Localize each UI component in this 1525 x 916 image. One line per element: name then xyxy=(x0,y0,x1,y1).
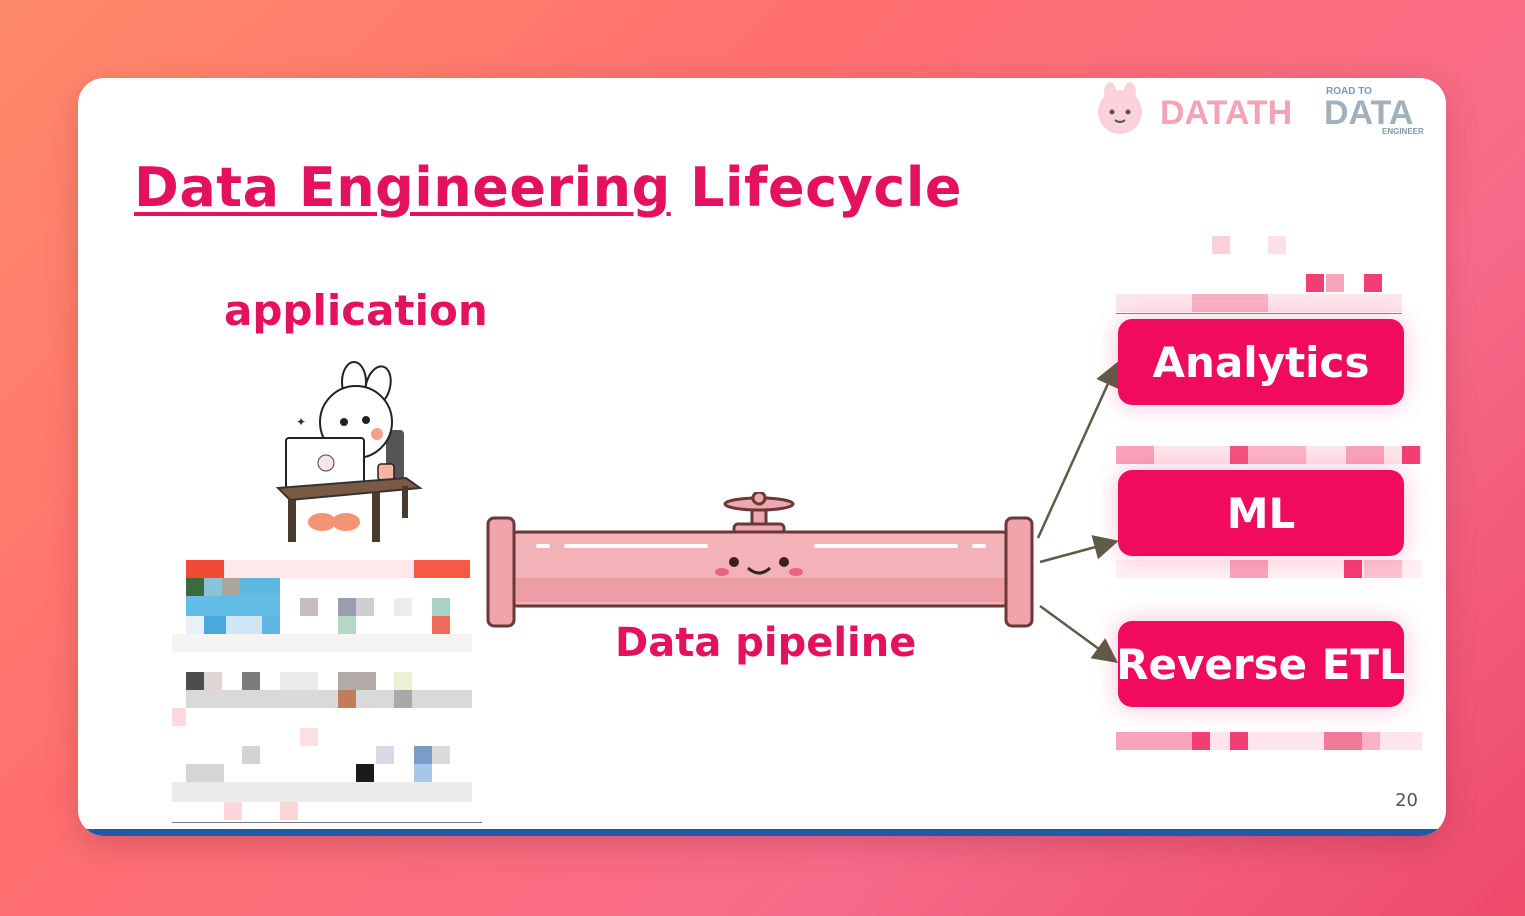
title-underlined: Data Engineering xyxy=(134,156,671,219)
pixelated-strip-top xyxy=(1116,236,1402,314)
analytics-box: Analytics xyxy=(1118,319,1404,405)
arrows-group xyxy=(1036,361,1120,663)
application-label: application xyxy=(224,286,488,335)
data-pipeline-label: Data pipeline xyxy=(615,620,917,666)
pixelated-app-screenshot xyxy=(172,560,482,823)
arrow-to-ml xyxy=(1039,535,1119,564)
pixelated-strip-bottom xyxy=(1116,732,1422,750)
page-title: Data Engineering Lifecycle xyxy=(134,156,962,219)
page-number: 20 xyxy=(1395,790,1418,811)
svg-text:ENGINEER: ENGINEER xyxy=(1382,127,1424,136)
svg-text:ROAD TO: ROAD TO xyxy=(1326,86,1372,97)
slide: DATATH ROAD TO DATA ENGINEER Data Engine… xyxy=(78,78,1446,836)
reverse-etl-box: Reverse ETL xyxy=(1116,621,1406,707)
road-to-data-engineer-logo: ROAD TO DATA ENGINEER xyxy=(1324,86,1424,136)
svg-text:DATA: DATA xyxy=(1324,94,1413,132)
bunny-logo-icon xyxy=(1098,82,1142,134)
arrow-to-analytics xyxy=(1036,361,1120,539)
svg-text:✦: ✦ xyxy=(296,415,306,429)
svg-text:DATATH: DATATH xyxy=(1160,94,1292,132)
slide-bottom-bar xyxy=(78,829,1446,836)
pixelated-strip-mid2 xyxy=(1116,560,1422,578)
arrow-to-reverse-etl xyxy=(1039,604,1119,663)
pipe-illustration xyxy=(486,492,1034,628)
ml-box: ML xyxy=(1118,470,1404,556)
pixelated-strip-mid1 xyxy=(1116,446,1422,464)
title-rest: Lifecycle xyxy=(690,156,962,219)
datath-logo: DATATH xyxy=(1098,82,1292,134)
bunny-laptop-illustration: ✦ xyxy=(275,361,423,542)
